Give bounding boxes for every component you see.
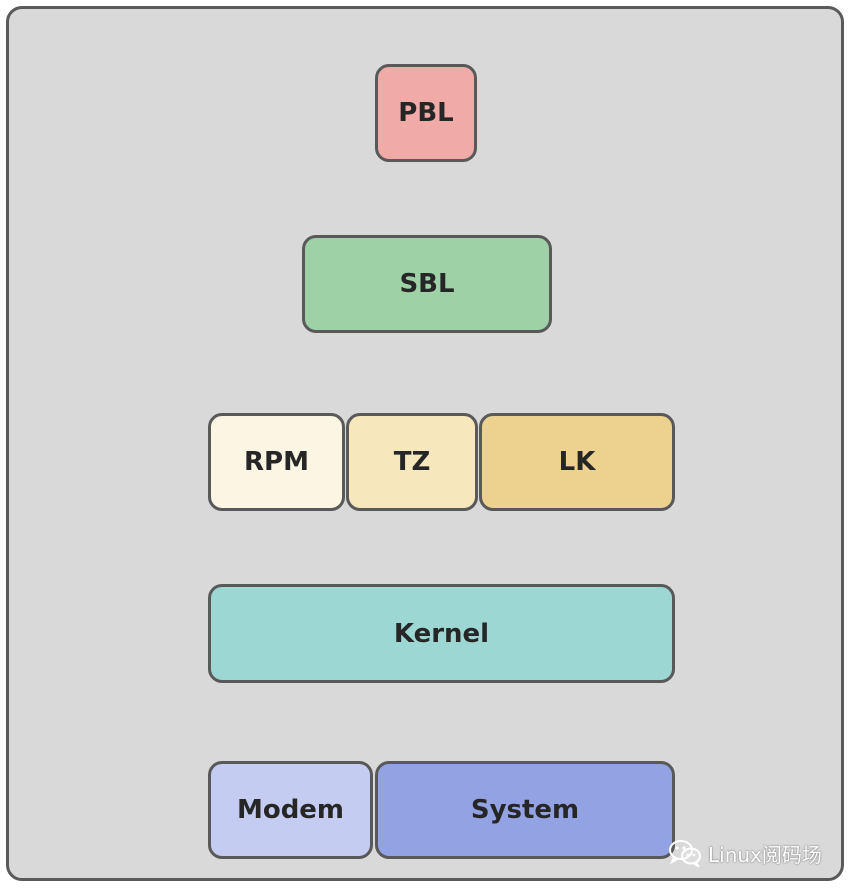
wechat-icon <box>668 839 702 867</box>
rpm-block: RPM <box>208 413 345 511</box>
lk-block: LK <box>479 413 675 511</box>
rpm-label: RPM <box>244 447 309 477</box>
watermark: Linux阅码场 <box>668 836 822 870</box>
tz-label: TZ <box>393 447 431 477</box>
pbl-block: PBL <box>375 64 477 162</box>
system-label: System <box>470 795 580 825</box>
lk-label: LK <box>558 447 596 477</box>
system-block: System <box>375 761 675 859</box>
sbl-label: SBL <box>399 269 455 299</box>
watermark-text: Linux阅码场 <box>708 842 822 867</box>
modem-block: Modem <box>208 761 373 859</box>
modem-label: Modem <box>236 795 345 825</box>
pbl-label: PBL <box>398 98 454 128</box>
tz-block: TZ <box>346 413 478 511</box>
sbl-block: SBL <box>302 235 552 333</box>
kernel-block: Kernel <box>208 584 675 683</box>
kernel-label: Kernel <box>393 618 490 649</box>
